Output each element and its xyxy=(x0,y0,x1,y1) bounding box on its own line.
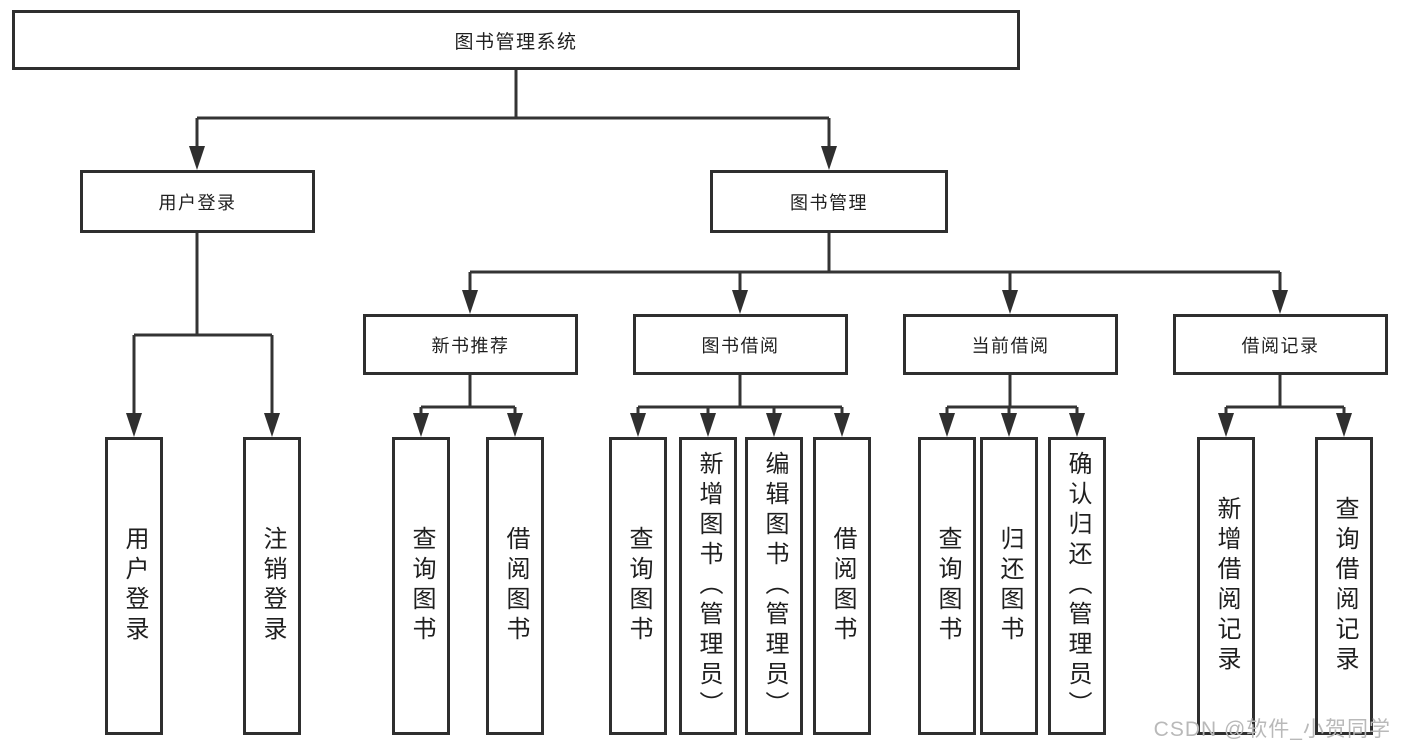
leaf-return-book: 归还图书 xyxy=(980,437,1038,735)
node-borrow-records: 借阅记录 xyxy=(1173,314,1388,375)
leaf-add-borrow-record: 新增借阅记录 xyxy=(1197,437,1255,735)
node-book-management: 图书管理 xyxy=(710,170,948,233)
tree-connectors xyxy=(132,70,1346,417)
leaf-borrow-books-recommend: 借阅图书 xyxy=(486,437,544,735)
leaf-query-books-recommend: 查询图书 xyxy=(392,437,450,735)
leaf-borrow-books-borrow: 借阅图书 xyxy=(813,437,871,735)
leaf-confirm-return-admin: 确认归还（管理员） xyxy=(1048,437,1106,735)
node-user-login: 用户登录 xyxy=(80,170,315,233)
leaf-query-borrow-record: 查询借阅记录 xyxy=(1315,437,1373,735)
leaf-query-books-current: 查询图书 xyxy=(918,437,976,735)
node-book-borrow: 图书借阅 xyxy=(633,314,848,375)
leaf-add-book-admin: 新增图书（管理员） xyxy=(679,437,737,735)
node-library-system: 图书管理系统 xyxy=(12,10,1020,70)
node-new-book-recommend: 新书推荐 xyxy=(363,314,578,375)
leaf-query-books-borrow: 查询图书 xyxy=(609,437,667,735)
leaf-edit-book-admin: 编辑图书（管理员） xyxy=(745,437,803,735)
csdn-watermark: CSDN @软件_小贺同学 xyxy=(1153,718,1391,741)
node-current-borrow: 当前借阅 xyxy=(903,314,1118,375)
leaf-logout: 注销登录 xyxy=(243,437,301,735)
leaf-user-login: 用户登录 xyxy=(105,437,163,735)
